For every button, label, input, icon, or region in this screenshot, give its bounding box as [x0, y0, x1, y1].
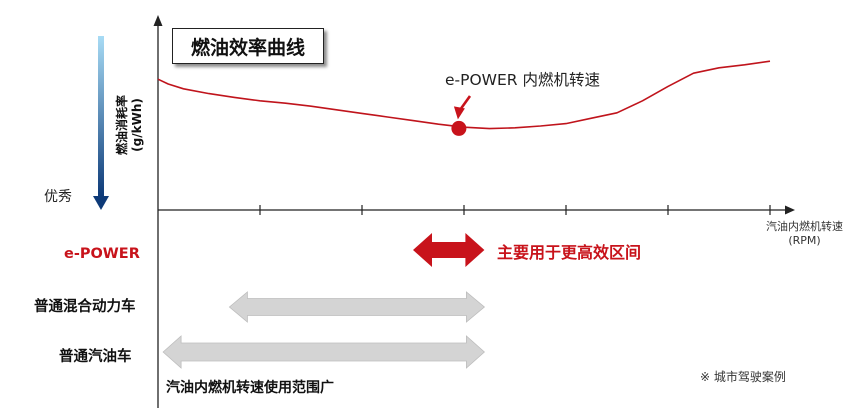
epower-range-arrow	[413, 233, 485, 267]
y-axis-label: 燃油消耗率 (g/kWh)	[115, 95, 145, 155]
gasoline-range-arrow	[162, 335, 486, 369]
better-direction-arrowhead	[93, 196, 109, 210]
chart-title-box: 燃油效率曲线	[172, 28, 324, 64]
x-axis-label: 汽油内燃机转速 (RPM)	[762, 220, 847, 248]
hybrid-range-arrow	[228, 291, 486, 323]
curve-layer	[157, 60, 771, 136]
row-label-epower: e-POWER	[64, 246, 140, 262]
better-direction-arrow-shaft	[98, 36, 104, 197]
y-axis-label-unit: (g/kWh)	[130, 98, 144, 152]
epower-range-caption: 主要用于更高效区间	[497, 243, 642, 262]
range-bars	[162, 233, 486, 369]
footnote: ※ 城市驾驶案例	[700, 370, 786, 384]
axes	[93, 15, 795, 408]
y-axis-arrowhead	[153, 15, 163, 26]
row-label-gasoline: 普通汽油车	[59, 349, 132, 365]
epower-operating-point	[451, 120, 467, 136]
better-direction-label: 优秀	[44, 189, 72, 205]
gasoline-range-caption: 汽油内燃机转速使用范围广	[166, 380, 334, 396]
callout-arrowhead	[453, 106, 465, 120]
y-axis-label-line: 燃油消耗率	[115, 94, 129, 156]
x-axis-label-line: 汽油内燃机转速	[766, 220, 843, 233]
x-axis-label-unit: (RPM)	[788, 234, 821, 247]
fuel-consumption-curve	[157, 60, 771, 130]
epower-rpm-callout: e-POWER 内燃机转速	[445, 71, 600, 89]
chart-title: 燃油效率曲线	[190, 36, 305, 59]
row-label-hybrid: 普通混合动力车	[34, 299, 136, 315]
x-axis-arrowhead	[785, 205, 795, 215]
callout-arrow-line	[459, 95, 472, 111]
